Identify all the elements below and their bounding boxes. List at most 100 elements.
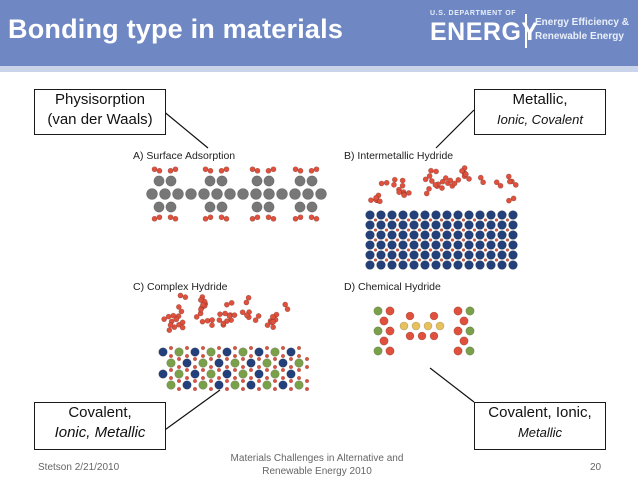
hydrogen-atom (179, 319, 186, 326)
hydrogen-atom (378, 180, 385, 187)
hydrogen-atom (453, 326, 463, 336)
green-atom (465, 346, 475, 356)
host-atom (315, 188, 327, 200)
hydrogen-atom (228, 299, 235, 306)
metal-atom (409, 220, 419, 230)
hydrogen-atom (494, 238, 499, 242)
callout-line-2: Ionic, Metallic (54, 424, 146, 441)
metal-atom (486, 240, 496, 250)
hydrogen-atom (223, 166, 230, 173)
hydrogen-atom (168, 353, 174, 359)
hydrogen-atom (216, 353, 222, 359)
hydrogen-atom (197, 297, 204, 303)
footer-conference: Materials Challenges in Alternative and … (222, 452, 412, 478)
metal-atom (431, 220, 441, 230)
metal-atom (158, 369, 168, 379)
hydrogen-atom (417, 331, 427, 341)
green-atom (294, 380, 304, 390)
hydrogen-atom (232, 353, 238, 359)
metal-atom (442, 240, 452, 250)
hydrogen-atom (472, 248, 477, 252)
hydrogen-atom (428, 258, 433, 262)
host-atom (165, 201, 177, 213)
hydrogen-atom (308, 214, 315, 221)
callout-line-1: Covalent, Ionic, (488, 404, 592, 421)
hydrogen-atom (373, 218, 378, 222)
hydrogen-atom (466, 175, 472, 182)
hydrogen-atom (459, 316, 469, 326)
metal-atom (431, 240, 441, 250)
hydrogen-atom (202, 166, 209, 173)
hydrogen-atom (379, 336, 389, 346)
hydrogen-atom (167, 214, 174, 221)
hydrogen-atom (272, 386, 278, 392)
metal-atom (442, 250, 452, 260)
host-atom (302, 188, 314, 200)
metal-atom (508, 240, 518, 250)
hydrogen-atom (406, 248, 411, 252)
hydrogen-atom (288, 364, 294, 370)
hydrogen-atom (176, 386, 182, 392)
host-atom (185, 188, 197, 200)
metal-atom (365, 230, 375, 240)
green-atom (206, 347, 216, 357)
metal-atom (254, 369, 264, 379)
hydrogen-atom (256, 364, 262, 370)
metal-atom (442, 230, 452, 240)
hydrogen-atom (450, 228, 455, 232)
metal-atom (420, 260, 430, 270)
hydrogen-atom (240, 364, 246, 370)
hydrogen-atom (200, 353, 206, 359)
hydrogen-atom (270, 215, 277, 222)
hydrogen-atom (376, 198, 383, 205)
callout-line-2: Ionic, Covalent (497, 112, 583, 127)
metal-atom (464, 260, 474, 270)
hydrogen-atom (209, 322, 215, 329)
host-atom (216, 201, 228, 213)
hydrogen-atom (199, 318, 206, 325)
host-atom (294, 201, 306, 213)
hydrogen-atom (313, 215, 320, 222)
host-atom (159, 188, 171, 200)
metal-atom (497, 250, 507, 260)
hydrogen-atom (232, 345, 238, 351)
hydrogen-atom (395, 248, 400, 252)
host-atom (251, 175, 263, 187)
hydrogen-atom (451, 180, 458, 187)
hydrogen-atom (505, 258, 510, 262)
hydrogen-atom (245, 294, 252, 301)
hydrogen-atom (450, 248, 455, 252)
hydrogen-atom (428, 218, 433, 222)
callout-leaders (161, 109, 475, 433)
metal-atom (420, 210, 430, 220)
hydrogen-atom (373, 248, 378, 252)
green-atom (465, 326, 475, 336)
hydrogen-atom (292, 166, 299, 173)
metal-atom (398, 250, 408, 260)
panel-label-d: D) Chemical Hydride (344, 281, 441, 293)
metal-atom (420, 230, 430, 240)
hydrogen-atom (270, 324, 277, 331)
metal-atom (387, 210, 397, 220)
yellow-atom (399, 321, 409, 331)
hydrogen-atom (184, 345, 190, 351)
hydrogen-atom (254, 167, 261, 174)
host-atom (294, 175, 306, 187)
metal-atom (475, 210, 485, 220)
hydrogen-atom (192, 386, 198, 392)
hydrogen-atom (244, 312, 250, 319)
hydrogen-atom (200, 375, 206, 381)
hydrogen-atom (472, 238, 477, 242)
hydrogen-atom (288, 386, 294, 392)
hydrogen-atom (264, 353, 270, 359)
hydrogen-atom (208, 356, 214, 362)
hydrogen-atom (455, 176, 462, 183)
hydrogen-atom (384, 218, 389, 222)
hydrogen-atom (385, 326, 395, 336)
hydrogen-atom (368, 197, 374, 204)
hydrogen-atom (280, 367, 286, 373)
hydrogen-atom (179, 324, 186, 331)
hydrogen-atom (505, 248, 510, 252)
metal-atom (431, 260, 441, 270)
host-atom (289, 188, 301, 200)
